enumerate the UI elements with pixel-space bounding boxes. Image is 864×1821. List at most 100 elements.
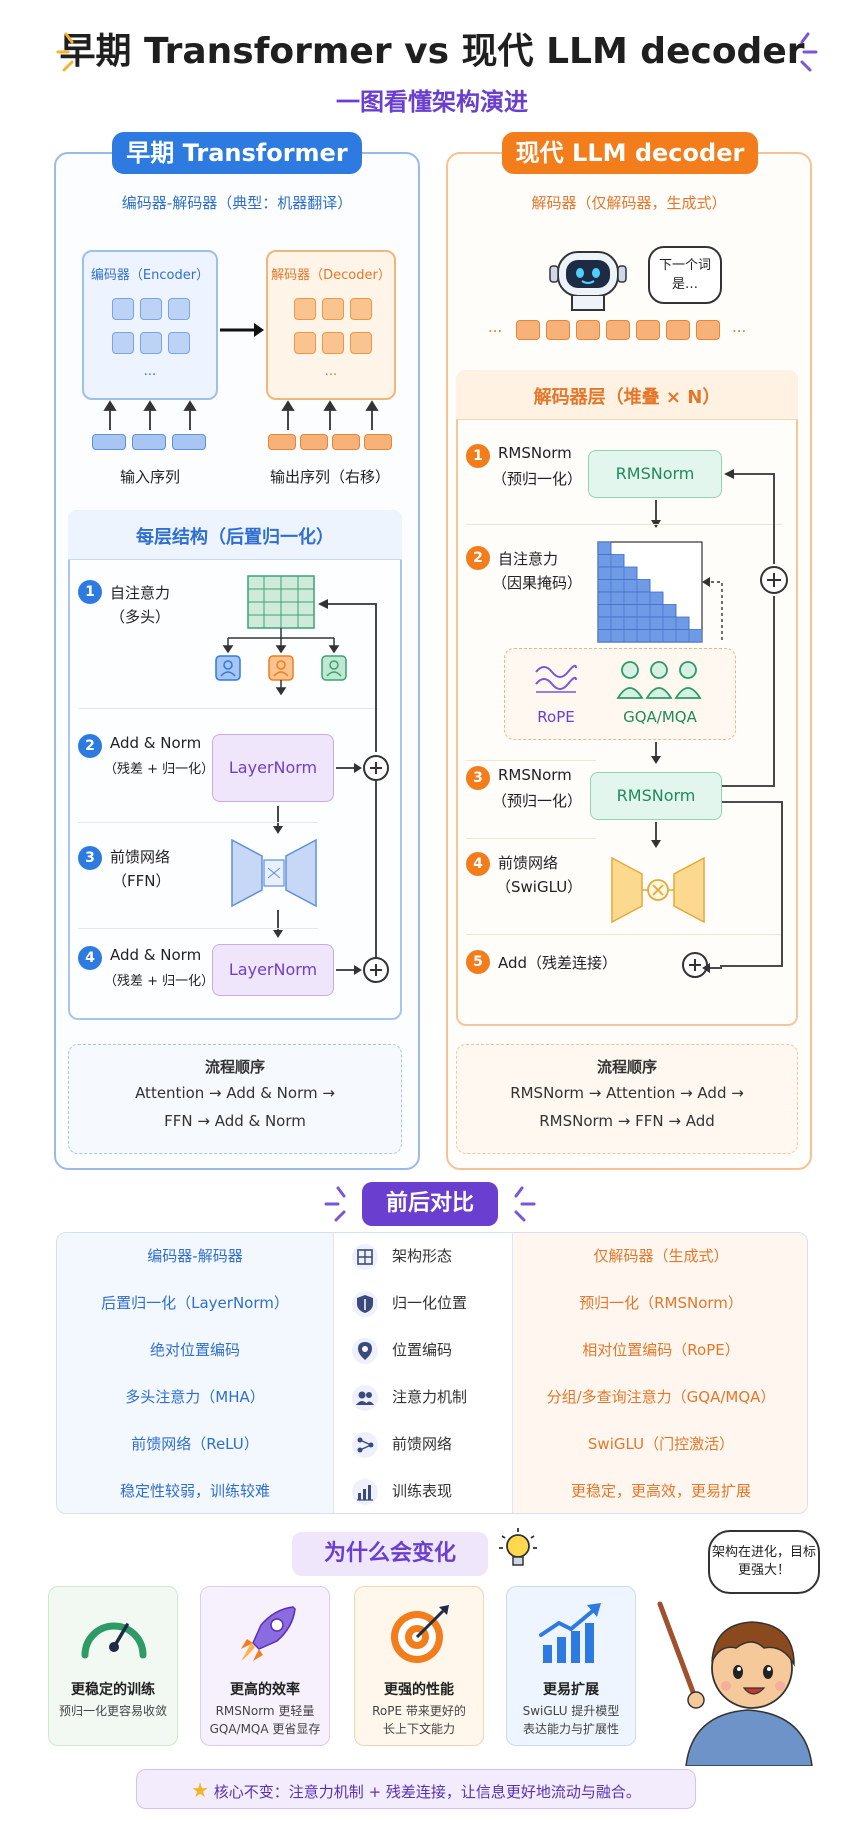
modern-value: SwiGLU（门控激活） — [513, 1421, 807, 1468]
aspect-cell: 归一化位置 — [333, 1280, 513, 1327]
decoder-cell — [322, 298, 344, 320]
encoder-cell — [168, 298, 190, 320]
core-message: 核心不变：注意力机制 + 残差连接，让信息更好地流动与融合。 — [213, 1783, 641, 1801]
step-detail: （残差 + 归一化） — [104, 762, 215, 777]
encoder-cell — [140, 332, 162, 354]
aspect-cell: 位置编码 — [333, 1327, 513, 1374]
aspect-cell: 架构形态 — [333, 1233, 513, 1280]
encoder-ellipsis: ... — [143, 364, 157, 379]
speech-bubble: 下一个词是… — [648, 246, 722, 304]
page-title: 早期 Transformer vs 现代 LLM decoder — [59, 31, 805, 72]
aspect-label: 位置编码 — [392, 1341, 453, 1359]
gauge-icon — [81, 1622, 147, 1659]
target-icon — [391, 1605, 449, 1663]
divider — [466, 760, 596, 761]
aspect-cell: 训练表现 — [333, 1468, 513, 1513]
token — [636, 320, 660, 340]
decoder-cell — [350, 332, 372, 354]
encoder-cell — [112, 332, 134, 354]
divider — [78, 708, 378, 709]
why-title: 为什么会变化 — [292, 1532, 488, 1576]
left-layer-title: 每层结构（后置归一化） — [136, 527, 334, 548]
residual-connection-line — [720, 469, 788, 967]
rmsnorm-box: RMSNorm — [588, 450, 722, 498]
card-line2: 长上下文能力 — [382, 1722, 455, 1736]
aspect-label: 前馈网络 — [392, 1435, 453, 1453]
encoder-cell — [140, 298, 162, 320]
page-subtitle: 一图看懂架构演进 — [336, 88, 528, 116]
step-number: 3 — [78, 846, 102, 870]
encoder-cell — [168, 332, 190, 354]
decoder-box: 解码器（Decoder） ... — [266, 250, 396, 400]
early-value: 稳定性较弱，训练较难 — [57, 1468, 333, 1513]
step-name: 自注意力 — [498, 550, 559, 568]
token-ellipsis: ... — [488, 318, 503, 336]
benefit-card: 更高的效率 RMSNorm 更轻量 GQA/MQA 更省显存 — [200, 1586, 330, 1746]
input-sequence-label: 输入序列 — [119, 468, 180, 486]
table-row: 绝对位置编码 位置编码 相对位置编码（RoPE） — [57, 1327, 807, 1374]
decoder-cell — [350, 298, 372, 320]
people-icon — [352, 1385, 378, 1411]
table-row: 多头注意力（MHA） 注意力机制 分组/多查询注意力（GQA/MQA） — [57, 1374, 807, 1421]
step-number: 2 — [466, 546, 490, 570]
arrow-down-icon — [273, 910, 283, 938]
residual-add-icon — [682, 952, 708, 978]
step-name: 自注意力 — [110, 584, 171, 602]
layout-icon — [352, 1244, 378, 1270]
aspect-label: 注意力机制 — [392, 1388, 468, 1406]
aspect-cell: 注意力机制 — [333, 1374, 513, 1421]
step-detail: （预归一化） — [492, 792, 583, 810]
star-icon: ★ — [191, 1778, 210, 1802]
arrow-down-icon — [651, 500, 661, 528]
divider — [78, 822, 318, 823]
rope-label: RoPE — [537, 708, 575, 726]
right-flow-line1: RMSNorm → Attention → Add → — [510, 1084, 744, 1102]
left-flow-title: 流程顺序 — [204, 1058, 265, 1076]
token — [516, 320, 540, 340]
output-sequence-label: 输出序列（右移） — [269, 468, 390, 486]
token-ellipsis: ... — [732, 318, 747, 336]
comparison-table: 编码器-解码器 架构形态 仅解码器（生成式） 后置归一化（LayerNorm） … — [56, 1232, 808, 1514]
early-value: 编码器-解码器 — [57, 1233, 333, 1280]
residual-add-icon — [336, 957, 389, 983]
output-arrows — [281, 400, 379, 430]
shield-icon — [352, 1291, 378, 1317]
card-line1: RoPE 带来更好的 — [372, 1704, 466, 1718]
step-number: 4 — [78, 946, 102, 970]
input-arrows — [103, 400, 197, 430]
divider — [466, 524, 782, 525]
robot-icon — [549, 251, 627, 311]
step-name: Add & Norm — [110, 946, 202, 964]
early-transformer-pill: 早期 Transformer — [112, 132, 362, 174]
arrow-left-icon — [702, 963, 722, 973]
decoder-layer-header — [456, 370, 798, 420]
input-token — [172, 434, 206, 450]
wave-icon — [535, 664, 577, 693]
comparison-title: 前后对比 — [362, 1182, 498, 1226]
encoder-cell — [112, 298, 134, 320]
aspect-label: 训练表现 — [392, 1482, 453, 1500]
table-row: 后置归一化（LayerNorm） 归一化位置 预归一化（RMSNorm） — [57, 1280, 807, 1327]
sparkle-icon — [800, 32, 818, 72]
output-token — [300, 434, 328, 450]
token — [696, 320, 720, 340]
step-number: 5 — [466, 950, 490, 974]
core-message-bar: ★ 核心不变：注意力机制 + 残差连接，让信息更好地流动与融合。 — [136, 1769, 696, 1809]
divider — [78, 928, 318, 929]
step-name: RMSNorm — [498, 766, 572, 784]
output-token — [364, 434, 392, 450]
divider — [466, 934, 782, 935]
left-flow-line1: Attention → Add & Norm → — [135, 1084, 335, 1102]
card-line1: 预归一化更容易收敛 — [58, 1704, 167, 1718]
modern-value: 更稳定，更高效，更易扩展 — [513, 1468, 807, 1513]
gqa-label: GQA/MQA — [623, 708, 697, 726]
benefit-card: 更稳定的训练 预归一化更容易收敛 — [48, 1586, 178, 1746]
modern-llm-pill: 现代 LLM decoder — [502, 132, 758, 174]
input-token — [132, 434, 166, 450]
right-flow-title: 流程顺序 — [596, 1058, 657, 1076]
boy-mascot-icon — [657, 1601, 813, 1766]
layernorm-box: LayerNorm — [212, 944, 334, 996]
step-name: Add（残差连接） — [498, 954, 618, 972]
step-detail: （多头） — [110, 608, 171, 626]
sparkle-icon — [56, 32, 74, 72]
